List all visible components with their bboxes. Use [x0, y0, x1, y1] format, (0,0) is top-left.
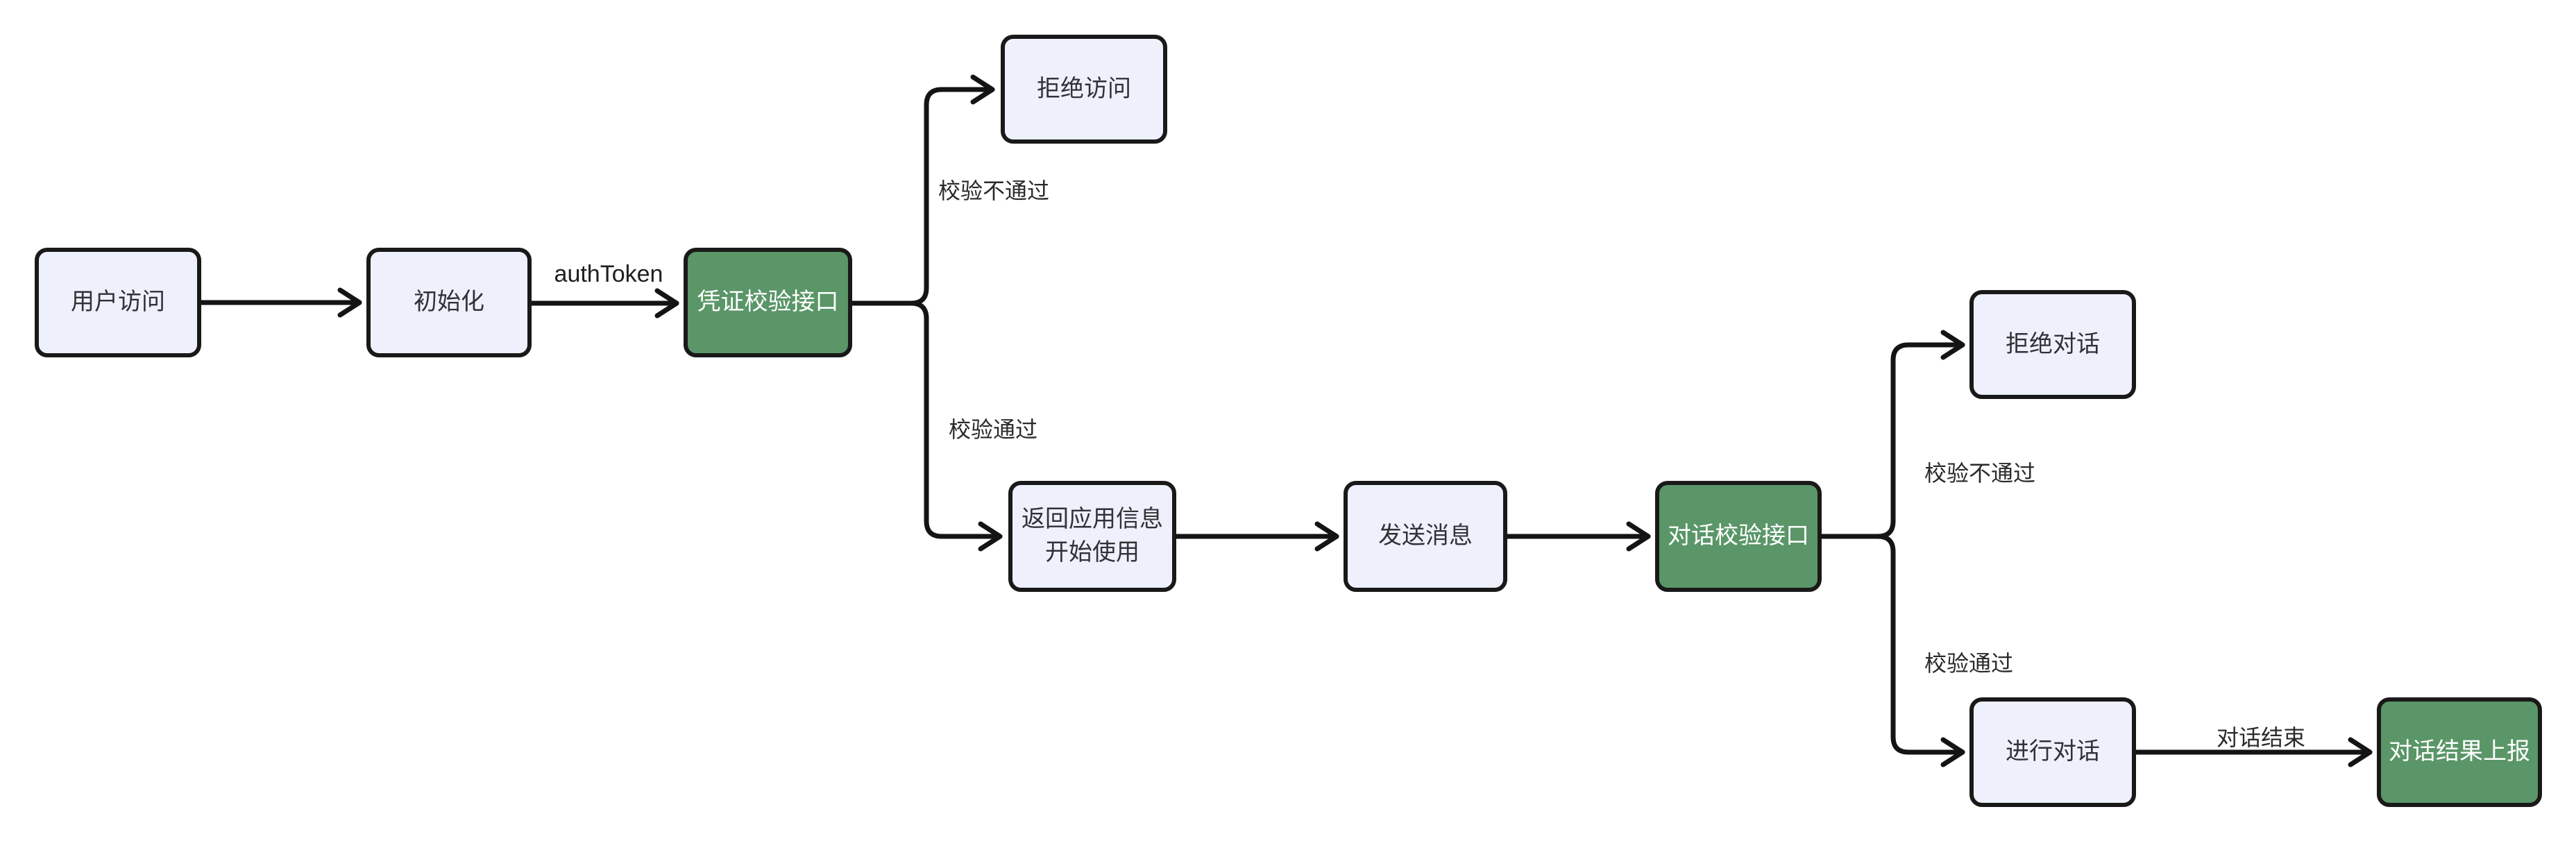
edge-label-check-fail-2: 校验不通过 — [1924, 461, 2036, 486]
node-user-access-label: 用户访问 — [71, 289, 165, 316]
node-do-dialog: 进行对话 — [1969, 697, 2136, 807]
edge-label-check-pass-2: 校验通过 — [1924, 651, 2014, 676]
edge-label-dialog-end: 对话结束 — [2217, 725, 2306, 750]
node-deny-access: 拒绝访问 — [1001, 35, 1167, 144]
node-deny-dialog-label: 拒绝对话 — [2006, 330, 2100, 357]
node-deny-dialog: 拒绝对话 — [1969, 290, 2136, 399]
node-return-app-info: 返回应用信息 开始使用 — [1008, 481, 1176, 592]
node-user-access: 用户访问 — [35, 248, 201, 357]
node-credential-check-api-label: 凭证校验接口 — [697, 289, 839, 316]
node-return-app-info-label: 返回应用信息 开始使用 — [1022, 506, 1163, 566]
node-send-message: 发送消息 — [1344, 481, 1507, 592]
node-init: 初始化 — [366, 248, 532, 357]
edge-dialogcheck-to-denydialog — [1819, 330, 1965, 539]
edge-label-check-fail-1: 校验不通过 — [938, 178, 1050, 203]
node-dialog-check-api: 对话校验接口 — [1655, 481, 1822, 592]
edge-dialogcheck-to-dodialog — [1819, 534, 1965, 767]
node-do-dialog-label: 进行对话 — [2006, 738, 2100, 765]
node-init-label: 初始化 — [414, 289, 484, 316]
node-send-message-label: 发送消息 — [1378, 523, 1473, 550]
edge-label-auth-token: authToken — [554, 261, 663, 287]
edge-label-check-pass-1: 校验通过 — [949, 417, 1038, 442]
edge-credential-to-return — [849, 300, 1003, 552]
node-dialog-result-report-label: 对话结果上报 — [2389, 738, 2530, 765]
node-deny-access-label: 拒绝访问 — [1037, 75, 1131, 102]
node-dialog-result-report: 对话结果上报 — [2377, 697, 2542, 807]
node-credential-check-api: 凭证校验接口 — [684, 248, 852, 357]
node-dialog-check-api-label: 对话校验接口 — [1668, 523, 1809, 550]
